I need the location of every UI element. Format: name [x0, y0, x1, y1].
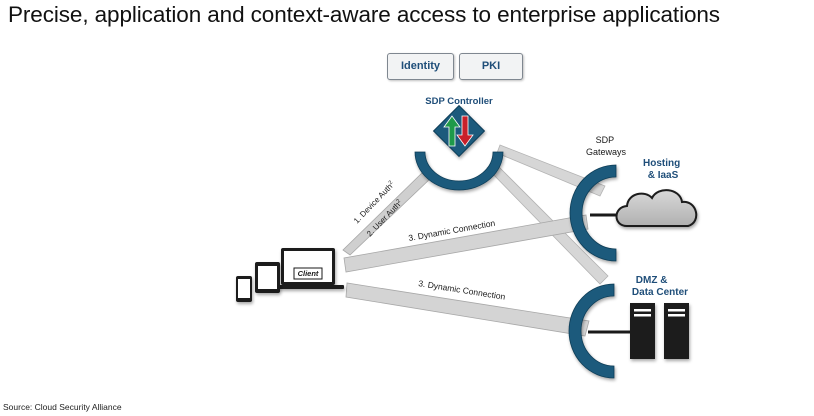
- sdp-controller-label: SDP Controller: [425, 96, 493, 107]
- dmz-gateway: [568, 283, 615, 379]
- upper-dynamic-connection-beam: [343, 214, 589, 273]
- controller-to-hosting-beam: [496, 144, 606, 197]
- controller-arc: [414, 151, 504, 191]
- slide-title: Precise, application and context-aware a…: [8, 2, 720, 27]
- identity-badge: Identity: [387, 53, 454, 80]
- sdp-controller: [414, 104, 504, 191]
- phone-icon: [236, 276, 252, 302]
- dmz-gateway-arc: [568, 283, 615, 379]
- hosting-gateway: [569, 164, 617, 262]
- tablet-icon: [255, 262, 280, 293]
- dmz-label: DMZ & Data Center: [632, 275, 688, 298]
- hosting-gateway-arc: [569, 164, 617, 262]
- sdp-gateways-label: SDP Gateways: [586, 135, 627, 157]
- controller-diamond: [432, 104, 486, 158]
- cloud-icon: [615, 189, 698, 227]
- pki-badge: PKI: [459, 53, 523, 80]
- server-icon: [630, 303, 689, 359]
- connection-beams: [342, 144, 609, 337]
- lower-dynamic-connection-beam: [345, 282, 590, 337]
- client-label: Client: [298, 269, 319, 278]
- sync-arrows-icon: [443, 115, 474, 147]
- hosting-label: Hosting & IaaS: [643, 158, 683, 181]
- source-note: Source: Cloud Security Alliance: [3, 402, 122, 412]
- client-devices: Client: [236, 248, 344, 302]
